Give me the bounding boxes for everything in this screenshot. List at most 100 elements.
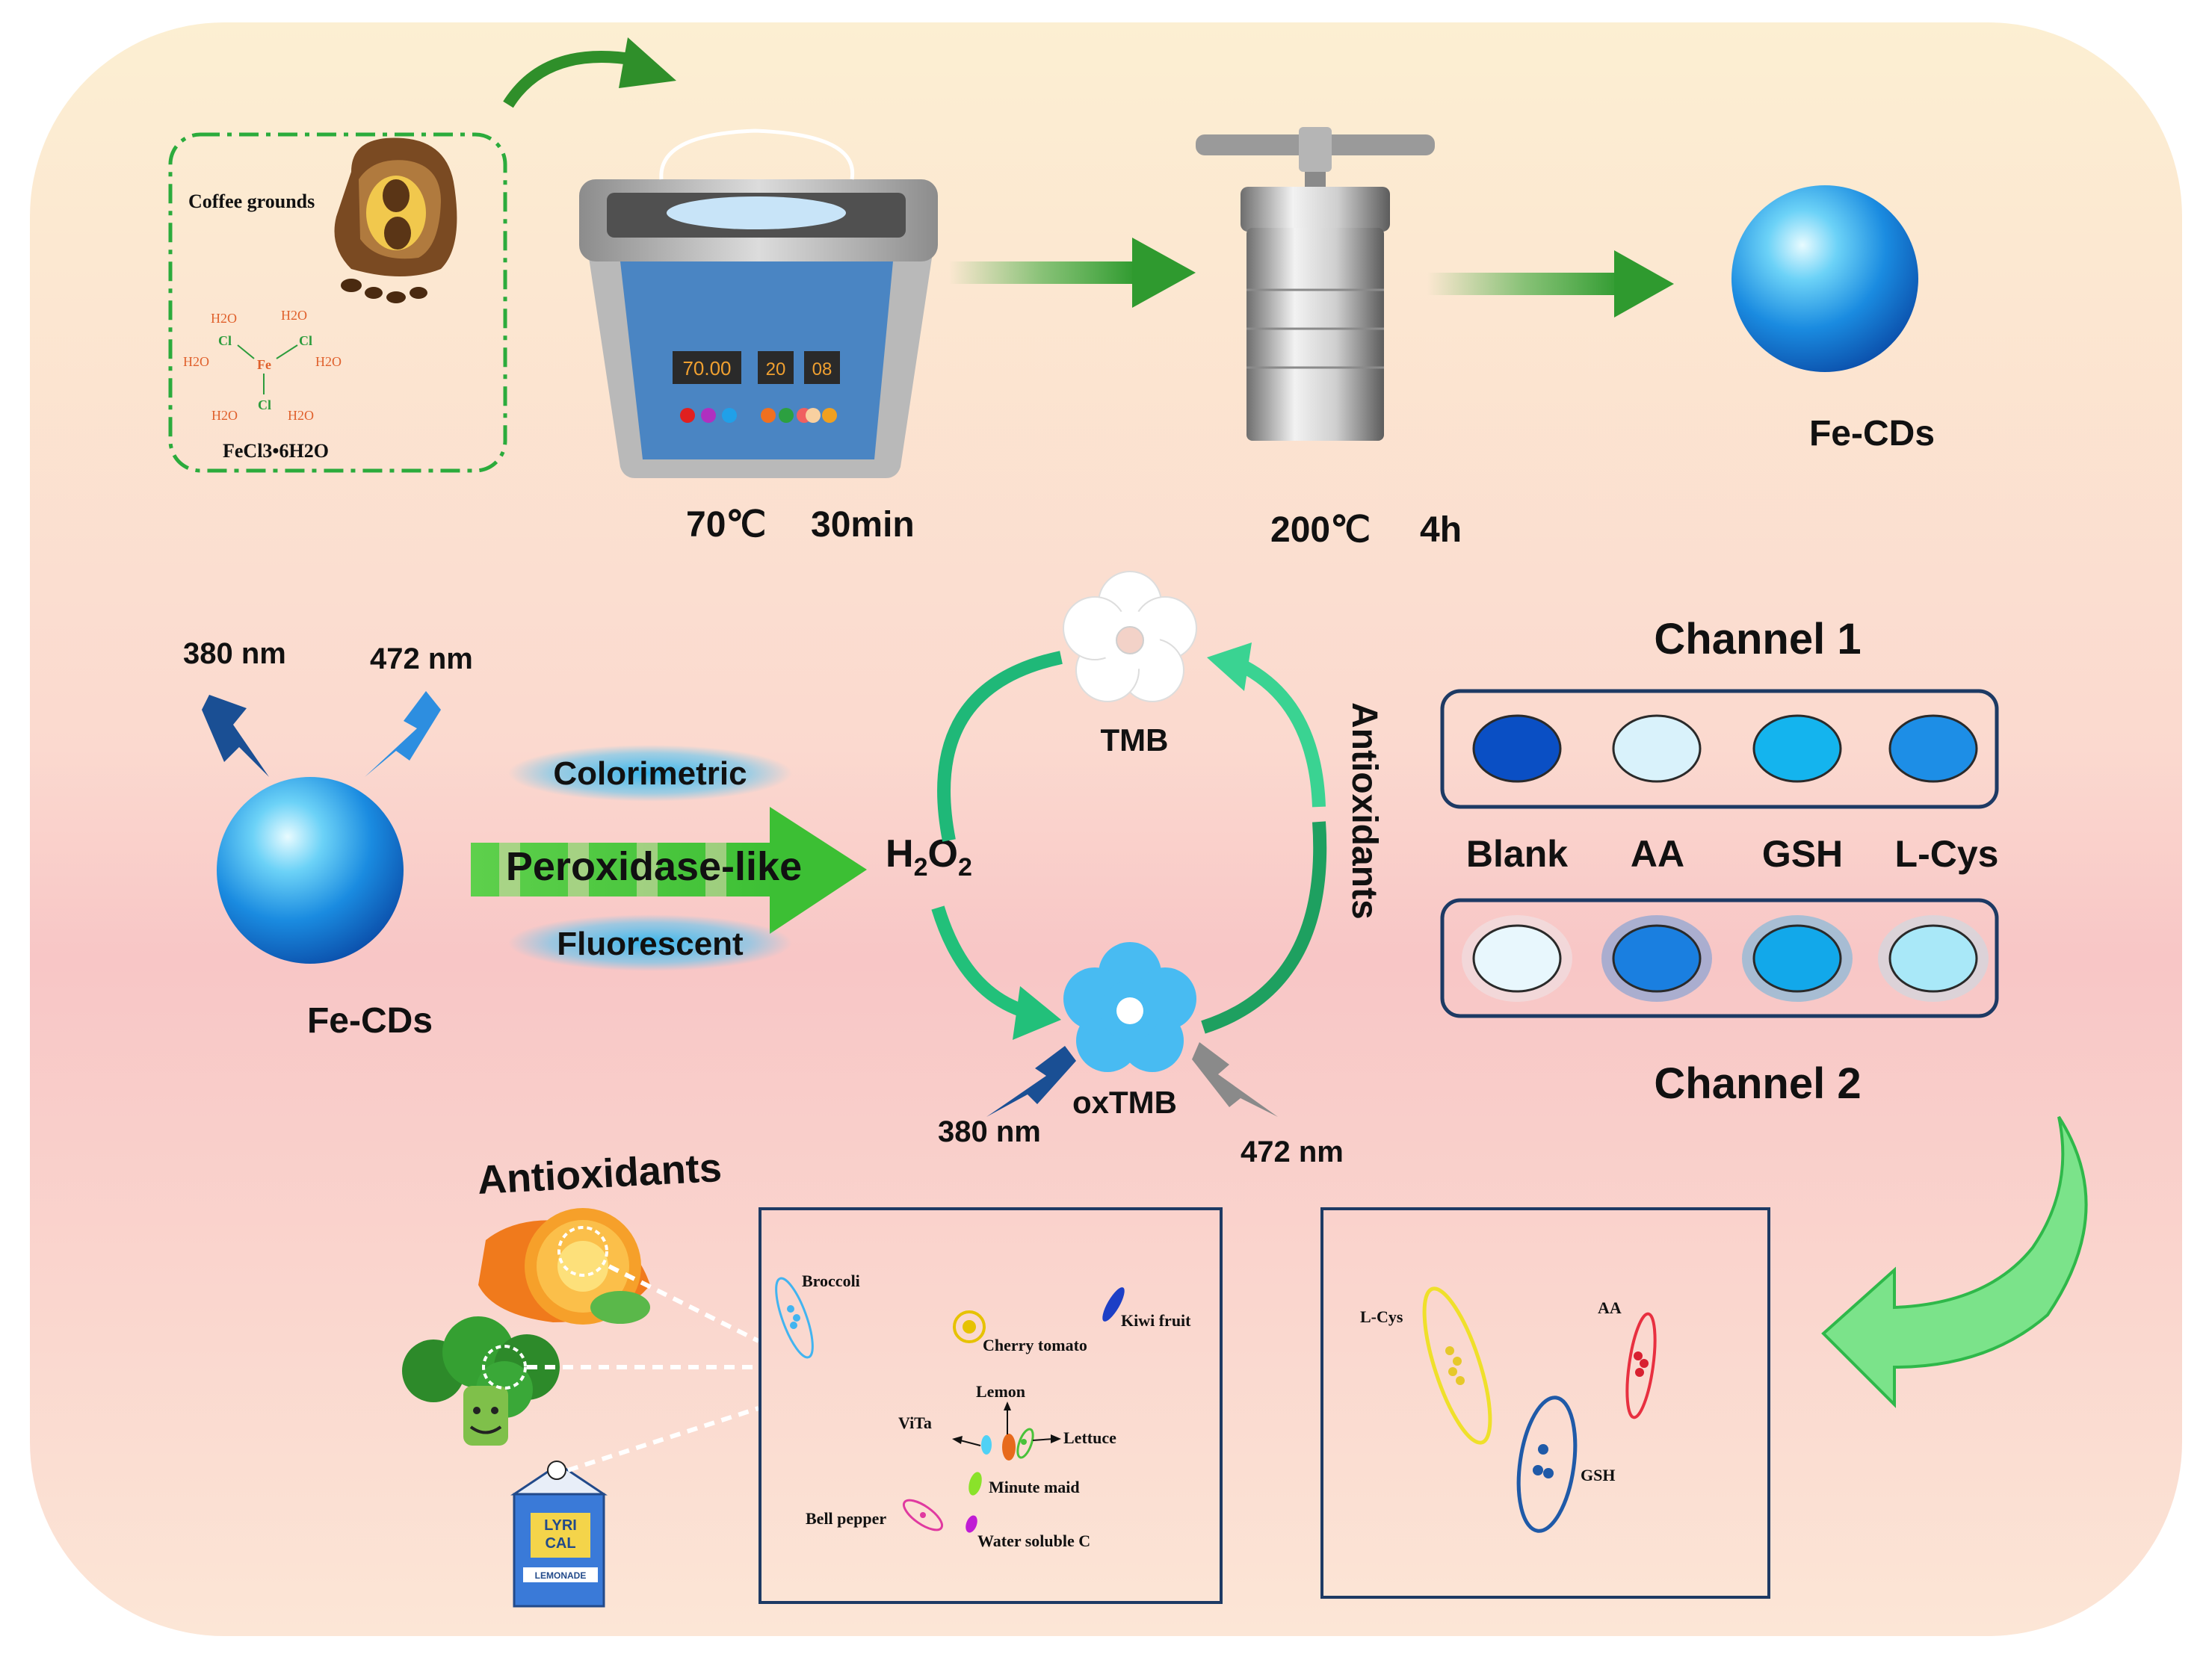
- label-kiwi-fruit: Kiwi fruit: [1121, 1311, 1191, 1330]
- autoclave-icon: [1196, 127, 1435, 441]
- channel-label-gsh: GSH: [1762, 833, 1843, 875]
- excitation-380-label: 380 nm: [183, 637, 286, 670]
- cycle-arrow-right-bottom: [1201, 821, 1327, 1034]
- svg-text:H2O: H2O: [315, 354, 342, 369]
- label-aa: AA: [1598, 1298, 1622, 1317]
- ch2-wells-well-blank: [1472, 924, 1562, 993]
- step1-temp: 70℃: [686, 505, 766, 545]
- tmb-flower-icon: [1063, 571, 1197, 702]
- right-plot-labels: L-Cys AA GSH: [1360, 1298, 1622, 1484]
- tmb-label: TMB: [1101, 722, 1169, 758]
- ch1-wells-well-blank: [1472, 714, 1562, 783]
- emission-472-icon: [1192, 1042, 1278, 1117]
- antioxidants-vertical-label: Antioxidants: [1344, 702, 1384, 920]
- left-plot-labels: Broccoli Cherry tomato Kiwi fruit Lemon …: [802, 1272, 1191, 1550]
- ch1-wells-well-lcys: [1888, 714, 1978, 783]
- peroxidase-label: Peroxidase-like: [506, 844, 802, 889]
- label-minute-maid: Minute maid: [989, 1478, 1080, 1496]
- cycle-arrow-right-head: [1207, 642, 1252, 691]
- lemonade-carton-icon: LYRI CAL LEMONADE: [510, 1461, 608, 1608]
- svg-text:H2O: H2O: [288, 408, 314, 423]
- colorimetric-label: Colorimetric: [553, 755, 747, 792]
- ch1-wells-well-aa: [1612, 714, 1702, 783]
- ch1-wells-well-gsh: [1752, 714, 1842, 783]
- emission-380-icon: [986, 1046, 1076, 1117]
- oxtmb-flower-icon: [1063, 942, 1196, 1072]
- label-lettuce: Lettuce: [1063, 1428, 1116, 1447]
- label-vita: ViTa: [898, 1413, 932, 1432]
- cycle-arrow-left-head: [1013, 986, 1061, 1040]
- ch2-wells-well-gsh: [1752, 924, 1842, 993]
- emission-380-label: 380 nm: [938, 1115, 1041, 1148]
- curved-arrow-top: [503, 51, 637, 108]
- fluorescent-glow: [508, 914, 792, 971]
- fecds-label-top: Fe-CDs: [1809, 414, 1935, 453]
- fecds-sphere-top: [1731, 185, 1918, 372]
- channel-label-blank: Blank: [1466, 833, 1568, 875]
- channel-label-lcys: L-Cys: [1895, 833, 1999, 875]
- svg-text:20: 20: [766, 359, 786, 380]
- left-score-plot: [759, 1207, 1223, 1604]
- fecl3-label: FeCl3•6H2O: [223, 440, 329, 462]
- peroxidase-arrow: [471, 807, 867, 934]
- channel-label-aa: AA: [1631, 833, 1684, 875]
- ultrasonic-bath-icon: 70.00 20 08: [579, 128, 938, 478]
- oxtmb-label: oxTMB: [1072, 1085, 1177, 1120]
- channel-1-wells: [1472, 714, 1978, 783]
- svg-text:H2O: H2O: [211, 311, 237, 326]
- ch2-wells-well-lcys: [1888, 924, 1978, 993]
- label-gsh: GSH: [1581, 1466, 1615, 1484]
- svg-text:LEMONADE: LEMONADE: [535, 1570, 587, 1581]
- channel-2-wells: [1462, 915, 1989, 1002]
- label-water-soluble-c: Water soluble C: [977, 1532, 1090, 1550]
- fecds-label-middle: Fe-CDs: [307, 1001, 433, 1041]
- precursor-box: [168, 132, 507, 473]
- svg-text:H2O: H2O: [211, 408, 238, 423]
- label-bell-pepper: Bell pepper: [806, 1509, 886, 1528]
- coffee-bag-icon: [334, 137, 457, 303]
- svg-text:Cl: Cl: [299, 333, 312, 348]
- step1-time: 30min: [811, 505, 915, 545]
- arrow-to-product: [1427, 250, 1674, 318]
- right-plot-clusters: [1422, 1286, 1657, 1533]
- sample-connectors: [527, 1264, 760, 1472]
- svg-text:H2O: H2O: [281, 308, 307, 323]
- svg-text:Cl: Cl: [218, 333, 232, 348]
- label-broccoli: Broccoli: [802, 1272, 860, 1290]
- svg-text:LYRI: LYRI: [544, 1517, 577, 1534]
- big-curved-arrow: [1821, 1115, 2088, 1408]
- svg-text:Fe: Fe: [257, 357, 271, 372]
- fluorescent-label: Fluorescent: [557, 926, 744, 962]
- lightning-472-icon: [365, 691, 441, 777]
- orange-icon: [478, 1208, 650, 1325]
- step2-time: 4h: [1420, 510, 1462, 550]
- svg-text:H2O: H2O: [183, 354, 209, 369]
- channel-1-panel: [1440, 689, 1999, 809]
- label-cherry-tomato: Cherry tomato: [983, 1336, 1087, 1354]
- svg-text:Cl: Cl: [258, 397, 271, 412]
- left-plot-clusters: [775, 1277, 1125, 1533]
- lightning-380-icon: [202, 695, 269, 777]
- colorimetric-glow: [508, 745, 792, 802]
- emission-472-label: 472 nm: [1241, 1136, 1344, 1168]
- fecl3-structure: H2O H2O H2O H2O H2O H2O Cl Cl Cl Fe: [183, 308, 342, 423]
- svg-text:CAL: CAL: [545, 1535, 575, 1552]
- coffee-label: Coffee grounds: [188, 191, 315, 212]
- excitation-472-label: 472 nm: [370, 642, 473, 675]
- right-score-plot: [1320, 1207, 1770, 1599]
- step2-temp: 200℃: [1270, 510, 1371, 550]
- svg-text:70.00: 70.00: [682, 357, 731, 380]
- channel-sample-labels: Blank AA GSH L-Cys: [1466, 833, 1999, 875]
- svg-text:08: 08: [812, 359, 832, 380]
- channel-2-title: Channel 2: [1654, 1059, 1861, 1108]
- arrow-to-autoclave: [949, 238, 1196, 308]
- label-lemon: Lemon: [976, 1382, 1025, 1401]
- label-l-cys: L-Cys: [1360, 1307, 1403, 1326]
- curved-arrow-top-head: [619, 37, 676, 88]
- ch2-wells-well-aa: [1612, 924, 1702, 993]
- channel-1-title: Channel 1: [1654, 615, 1861, 663]
- cycle-arrow-right-top: [1237, 658, 1326, 808]
- cycle-arrow-left-top: [937, 651, 1063, 842]
- fecds-sphere-middle: [217, 777, 404, 964]
- channel-2-panel: [1440, 898, 1999, 1018]
